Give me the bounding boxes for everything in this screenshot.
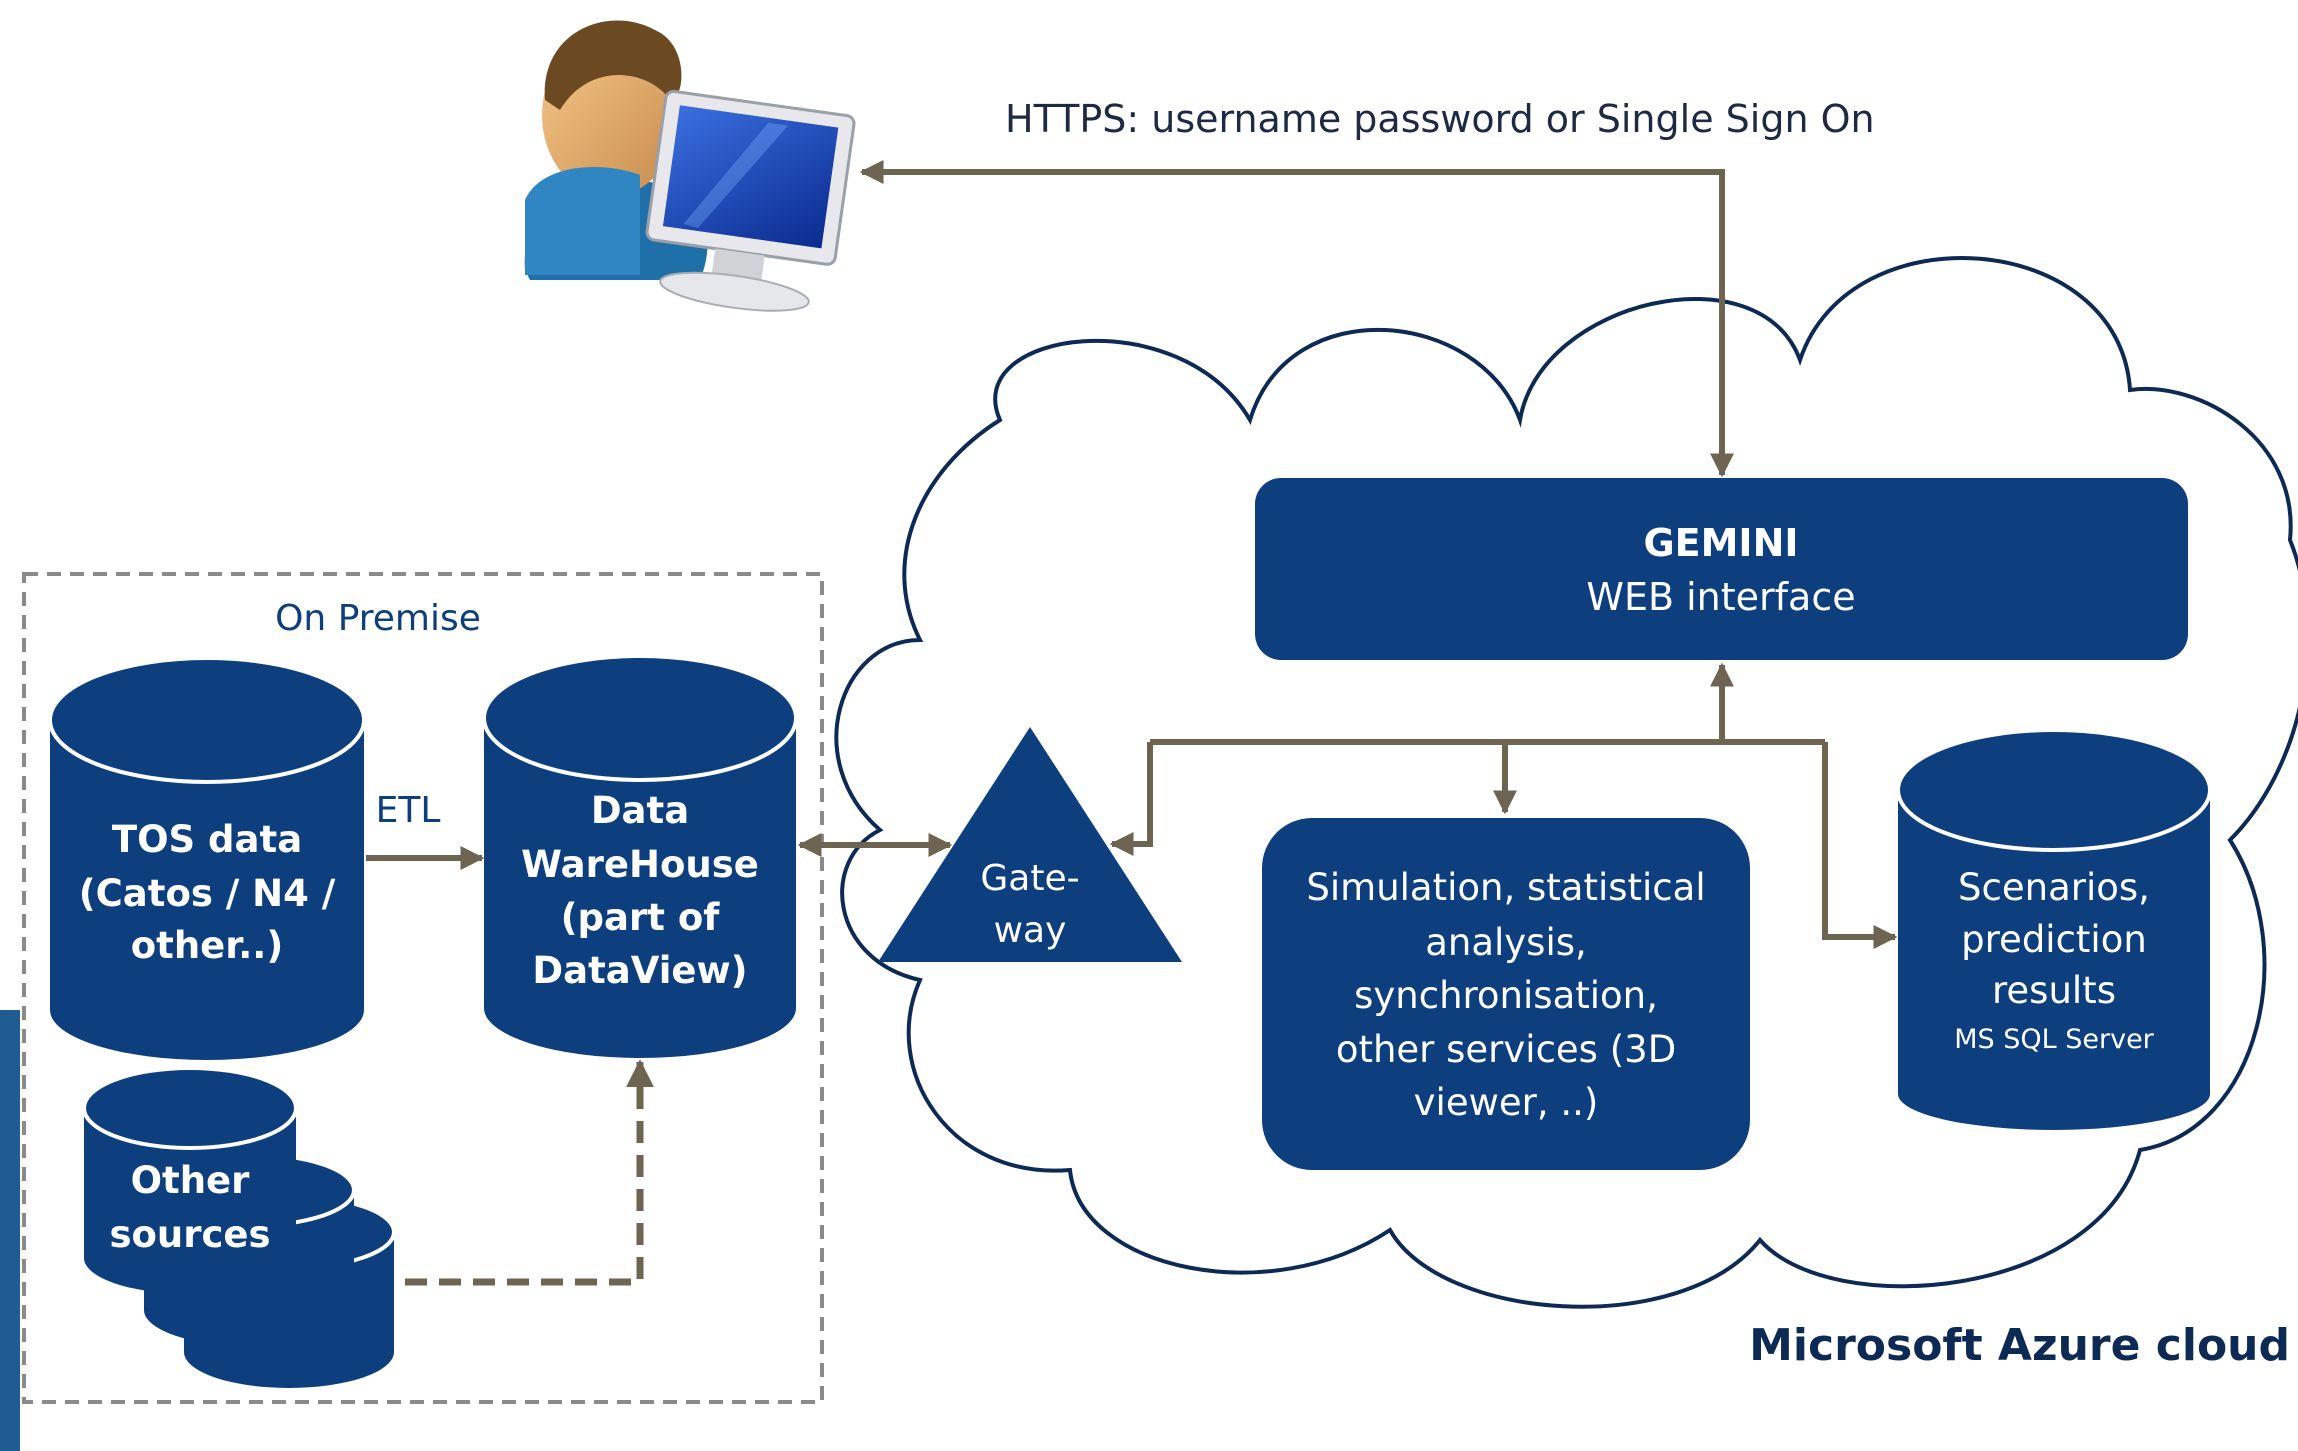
services-line-1: Simulation, statistical: [1306, 866, 1705, 909]
scenarios-database: Scenarios, prediction results MS SQL Ser…: [1896, 728, 2212, 1130]
gateway-line-1: Gate-: [980, 858, 1079, 899]
gemini-subtitle: WEB interface: [1586, 575, 1855, 619]
dwh-line-1: Data: [591, 789, 689, 832]
tos-line-3: other..): [131, 924, 284, 967]
scenarios-line-1: Scenarios,: [1958, 866, 2150, 909]
tos-line-1: TOS data: [112, 818, 302, 861]
other-sources-connector: [405, 1059, 654, 1286]
scenarios-db-label: MS SQL Server: [1954, 1024, 2154, 1055]
azure-label: Microsoft Azure cloud: [1749, 1320, 2290, 1371]
https-label: HTTPS: username password or Single Sign …: [1005, 97, 1875, 141]
etl-label: ETL: [376, 790, 441, 831]
gateway-line-2: way: [994, 910, 1067, 951]
on-premise-label: On Premise: [275, 598, 481, 639]
user-computer-icon: [524, 20, 856, 312]
https-connector: [859, 160, 1734, 478]
dwh-line-3: (part of: [561, 896, 721, 939]
other-sources-database: Other sources: [82, 1066, 396, 1388]
other-sources-line-2: sources: [109, 1213, 270, 1256]
gemini-web-interface: GEMINI WEB interface: [1255, 478, 2188, 660]
services-box: Simulation, statistical analysis, synchr…: [1262, 818, 1750, 1170]
tos-data-database: TOS data (Catos / N4 / other..): [48, 656, 366, 1060]
cloud-connectors: [1109, 662, 1898, 949]
scenarios-line-2: prediction: [1961, 918, 2147, 961]
services-line-3: synchronisation,: [1354, 974, 1658, 1017]
services-line-4: other services (3D: [1336, 1028, 1676, 1071]
scenarios-line-3: results: [1992, 969, 2116, 1012]
gateway: Gate- way: [878, 727, 1182, 962]
services-line-2: analysis,: [1425, 921, 1587, 964]
dwh-line-4: DataView): [532, 949, 747, 992]
other-sources-line-1: Other: [131, 1159, 251, 1202]
data-warehouse-database: Data WareHouse (part of DataView): [482, 654, 798, 1058]
side-bar: [0, 1010, 20, 1451]
dwh-line-2: WareHouse: [521, 843, 759, 886]
tos-line-2: (Catos / N4 /: [79, 872, 336, 915]
services-line-5: viewer, ..): [1414, 1081, 1599, 1124]
on-premise-box: [22, 572, 824, 1404]
gemini-title: GEMINI: [1643, 521, 1798, 565]
